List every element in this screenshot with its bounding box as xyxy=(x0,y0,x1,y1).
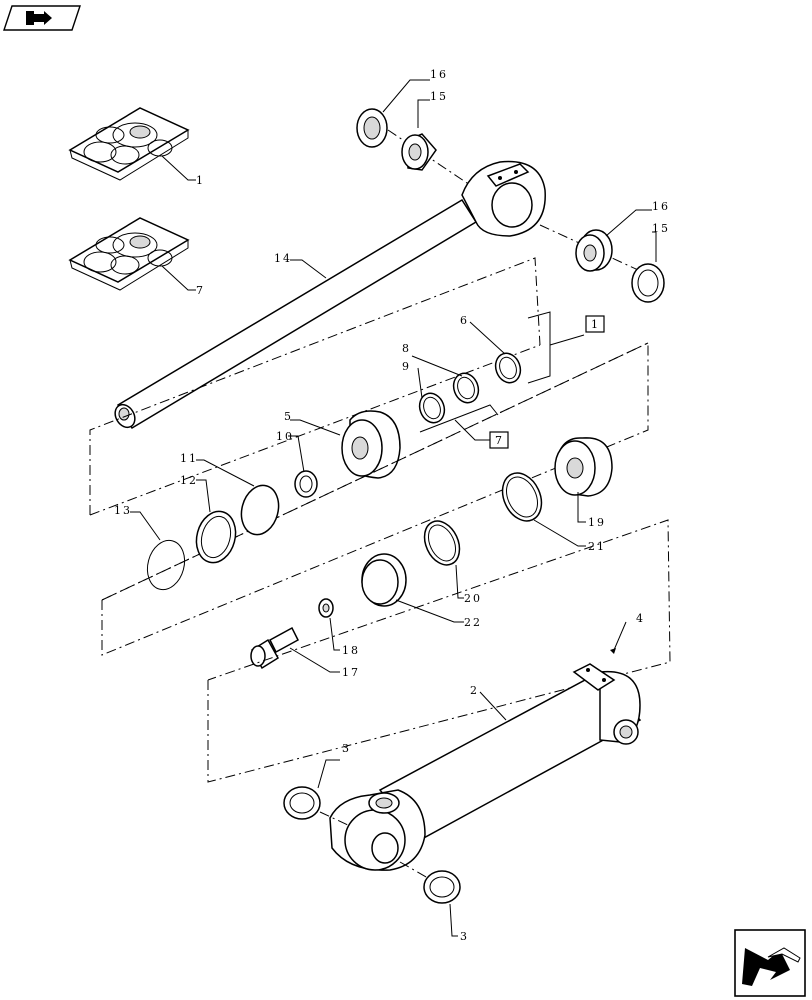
ring-6 xyxy=(494,352,522,384)
callout-9: 9 xyxy=(402,360,411,373)
next-page-arrow-icon[interactable] xyxy=(734,929,806,997)
seal-12 xyxy=(195,510,237,564)
callout-12: 12 xyxy=(180,474,198,487)
callout-6: 6 xyxy=(460,314,469,327)
bushing-16-top xyxy=(356,108,388,148)
reference-box-1 xyxy=(585,315,605,333)
callout-5: 5 xyxy=(284,410,293,423)
callout-8: 8 xyxy=(402,342,411,355)
bushing-3-lower xyxy=(423,870,461,904)
seal-kit-1 xyxy=(68,107,190,181)
callout-11: 11 xyxy=(180,452,198,465)
callout-22: 22 xyxy=(464,616,482,629)
callout-4: 4 xyxy=(636,612,645,625)
piston-rod xyxy=(114,160,546,430)
callout-16-top: 16 xyxy=(430,68,448,81)
seal-20 xyxy=(423,520,461,566)
callout-13: 13 xyxy=(114,504,132,517)
bushing-15-top xyxy=(401,133,437,171)
bushing-15-right xyxy=(631,263,665,303)
bolt-17 xyxy=(250,626,299,670)
leader-lines xyxy=(130,79,657,937)
callout-15-right: 15 xyxy=(652,222,670,235)
piston-19 xyxy=(554,437,613,497)
callout-10: 10 xyxy=(276,430,294,443)
callout-3-upper: 3 xyxy=(342,742,351,755)
bushing-16-right xyxy=(575,229,613,272)
callout-19: 19 xyxy=(588,516,606,529)
cylinder-head-5 xyxy=(341,410,401,479)
seal-21 xyxy=(501,472,543,522)
cylinder-barrel-2 xyxy=(329,648,642,871)
washer-18 xyxy=(318,598,334,618)
reference-box-1-label: 1 xyxy=(591,318,598,331)
callout-14: 14 xyxy=(274,252,292,265)
bushing-3-upper xyxy=(283,786,321,820)
wear-ring-10 xyxy=(294,470,318,498)
callout-3-lower: 3 xyxy=(460,930,469,943)
book-arrow-icon[interactable] xyxy=(3,5,81,31)
callout-17: 17 xyxy=(342,666,360,679)
seal-13 xyxy=(146,539,186,591)
callout-1: 1 xyxy=(196,174,205,187)
callout-20: 20 xyxy=(464,592,482,605)
callout-2: 2 xyxy=(470,684,479,697)
ring-9 xyxy=(418,392,446,424)
seal-11 xyxy=(240,484,280,536)
callout-16-right: 16 xyxy=(652,200,670,213)
callout-7: 7 xyxy=(196,284,205,297)
wear-ring-22 xyxy=(361,553,407,607)
callout-18: 18 xyxy=(342,644,360,657)
callout-15-top: 15 xyxy=(430,90,448,103)
callout-21: 21 xyxy=(588,540,606,553)
reference-box-7-label: 7 xyxy=(495,434,502,447)
ring-8 xyxy=(452,372,480,404)
reference-box-7 xyxy=(489,431,509,449)
seal-kit-7 xyxy=(68,217,190,291)
